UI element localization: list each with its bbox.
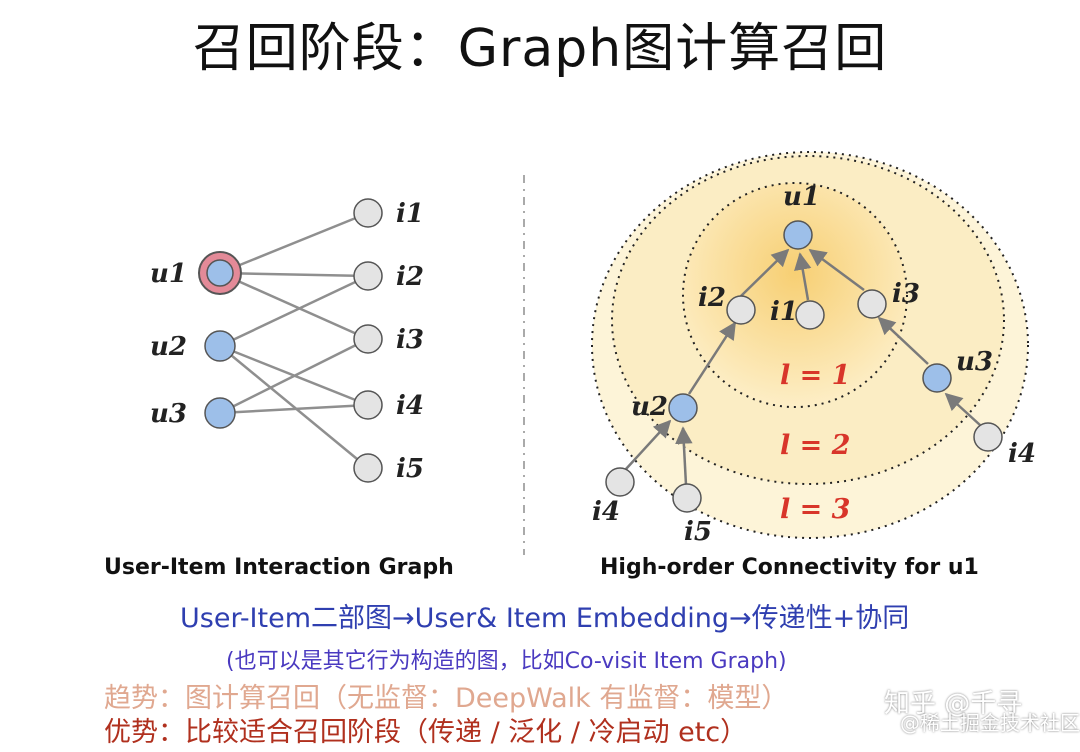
item-node-i4 [353,390,383,420]
graph-diagram: u1 u2 u3 i1 i2 i3 i4 i5 u1 i2 i1 [150,151,1036,555]
level-1-region [682,182,908,408]
hop-label-u3: u3 [956,347,993,377]
watermark-zhihu: 知乎 @千寻 [884,689,1023,719]
label-u3: u3 [150,399,187,429]
hop-label-i1: i1 [770,297,798,327]
hop-node-i2 [726,295,756,325]
right-graph-caption: High-order Connectivity for u1 [600,555,979,580]
level-3-label: l = 3 [780,494,850,525]
user-node-u1 [206,259,234,287]
label-i3: i3 [396,325,424,355]
hop-node-u1 [783,220,813,250]
hop-label-i4-right: i4 [1008,439,1036,469]
slide-title: 召回阶段：Graph图计算召回 [192,19,888,79]
left-graph-nodes [198,198,383,483]
label-i1: i1 [396,199,424,229]
right-graph-nodes [605,220,1003,513]
left-graph-edges [219,211,369,469]
level-1-label: l = 1 [780,360,850,391]
hop-node-i4-left [605,467,635,497]
trend-line: 趋势：图计算召回（无监督：DeepWalk 有监督：模型） [104,683,789,714]
hop-node-i1 [795,300,825,330]
hop-node-u3 [922,363,952,393]
item-node-i5 [353,453,383,483]
user-node-u3 [204,397,236,429]
item-node-i3 [353,324,383,354]
label-u2: u2 [150,332,187,362]
label-u1: u1 [150,259,187,289]
item-node-i2 [353,261,383,291]
item-node-i1 [353,198,383,228]
summary-line: User-Item二部图→User& Item Embedding→传递性+协同 [180,603,910,634]
hop-node-i5 [672,483,702,513]
hop-label-u1: u1 [783,182,820,212]
watermark-juejin: @稀土掘金技术社区 [900,711,1080,735]
hop-label-i3: i3 [892,279,920,309]
hop-node-u2 [668,393,698,423]
hop-node-i3 [857,289,887,319]
right-graph-edges [625,248,981,486]
left-graph-caption: User-Item Interaction Graph [104,555,454,580]
label-i5: i5 [396,454,424,484]
hop-label-i4-left: i4 [592,497,620,527]
user-node-u2 [204,330,236,362]
level-2-label: l = 2 [780,430,850,461]
hop-node-i4-right [973,422,1003,452]
note-line: (也可以是其它行为构造的图，比如Co-visit Item Graph) [226,649,787,674]
hop-label-i5: i5 [684,517,712,547]
hop-label-i2: i2 [698,283,726,313]
label-i2: i2 [396,262,424,292]
label-i4: i4 [396,391,424,421]
advantage-line: 优势：比较适合召回阶段（传递 / 泛化 / 冷启动 etc） [104,717,748,748]
hop-label-u2: u2 [631,392,668,422]
